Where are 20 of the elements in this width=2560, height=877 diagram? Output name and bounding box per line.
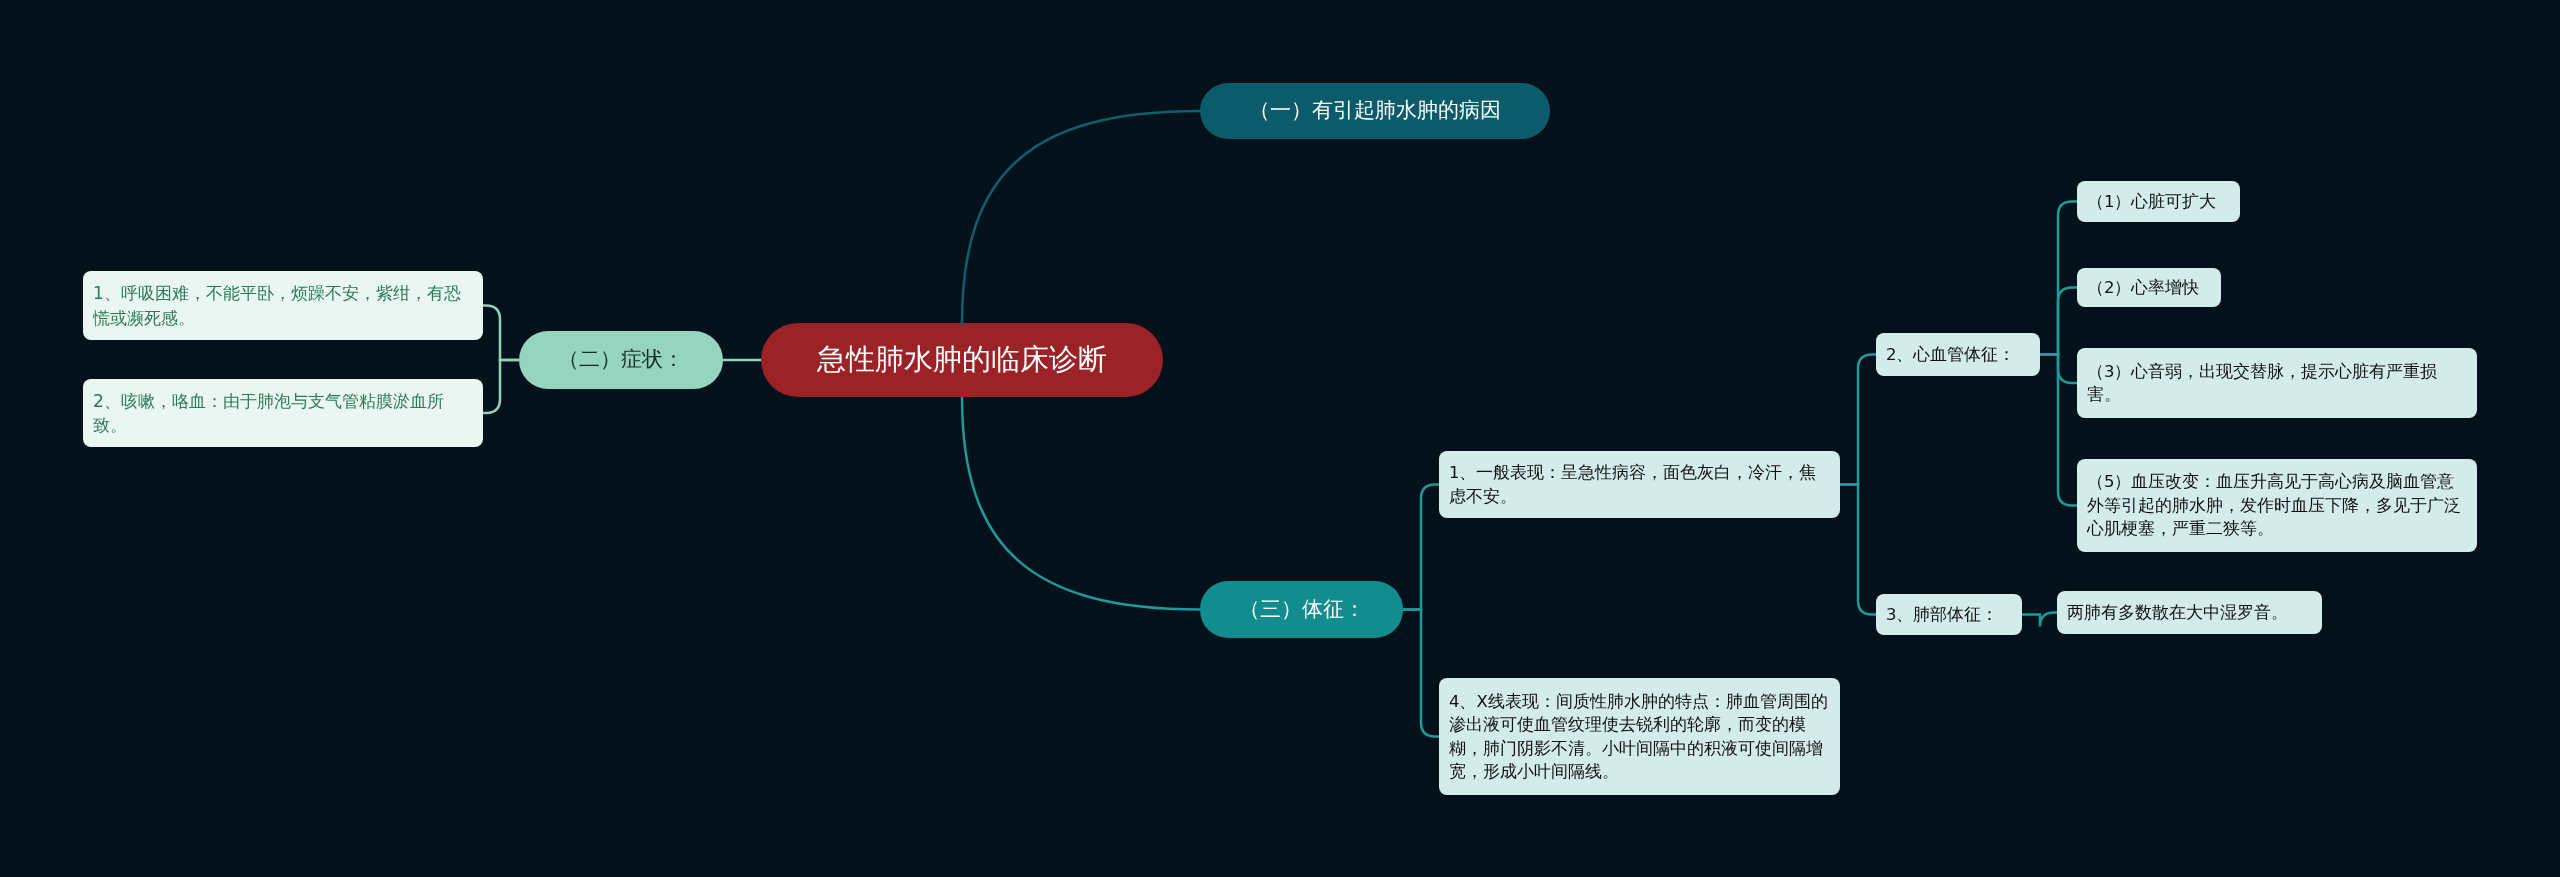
subtopic-box: 4、X线表现：间质性肺水肿的特点：肺血管周围的渗出液可使血管纹理使去锐利的轮廓，而变的模糊，肺门阴影不清。小叶间隔中的积液可使间隔增宽，形成小叶间隔线。 [1439, 678, 1840, 795]
subtopic-box: （1）心脏可扩大 [2077, 181, 2240, 222]
subtopic-box: （5）血压改变：血压升高见于高心病及脑血管意外等引起的肺水肿，发作时血压下降，多见于广泛心肌梗塞，严重二狭等。 [2077, 459, 2477, 552]
connector-line [723, 358, 761, 362]
subtopic-box: 2、心血管体征： [1876, 333, 2040, 376]
subtopic-box: 1、一般表现：呈急性病容，面色灰白，冷汗，焦虑不安。 [1439, 451, 1840, 518]
topic-box: （一）有引起肺水肿的病因 [1200, 83, 1550, 139]
subtopic-box: 两肺有多数散在大中湿罗音。 [2057, 591, 2322, 634]
subtopic-box: （3）心音弱，出现交替脉，提示心脏有严重损害。 [2077, 348, 2477, 418]
connector-line [2022, 611, 2057, 628]
topic-box: （三）体征： [1200, 581, 1403, 638]
connector-line [483, 358, 519, 415]
connector-line [960, 109, 1201, 324]
subtopic-box: 1、呼吸困难，不能平卧，烦躁不安，紫绀，有恐慌或濒死感。 [83, 271, 483, 340]
subtopic-box: （2）心率增快 [2077, 268, 2221, 307]
subtopic-box: 3、肺部体征： [1876, 594, 2022, 635]
subtopic-box: 2、咳嗽，咯血：由于肺泡与支气管粘膜淤血所致。 [83, 379, 483, 447]
central-topic: 急性肺水肿的临床诊断 [761, 323, 1163, 397]
connector-line [960, 396, 1201, 611]
topic-box: （二）症状： [519, 331, 723, 389]
